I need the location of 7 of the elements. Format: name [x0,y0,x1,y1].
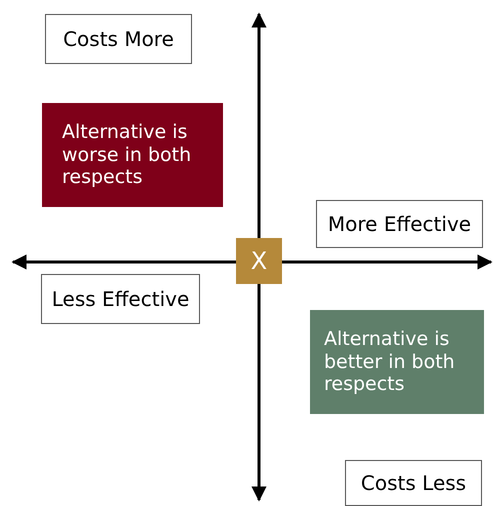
quadrant-label: Alternative is better in both respects [310,310,484,414]
axis-label: Costs Less [345,460,482,506]
axis-label: Costs More [45,14,192,64]
axis-label: Less Effective [41,274,200,324]
axis-label: More Effective [316,200,483,248]
quadrant-label: Alternative is worse in both respects [42,103,223,207]
origin-marker: X [236,238,282,284]
